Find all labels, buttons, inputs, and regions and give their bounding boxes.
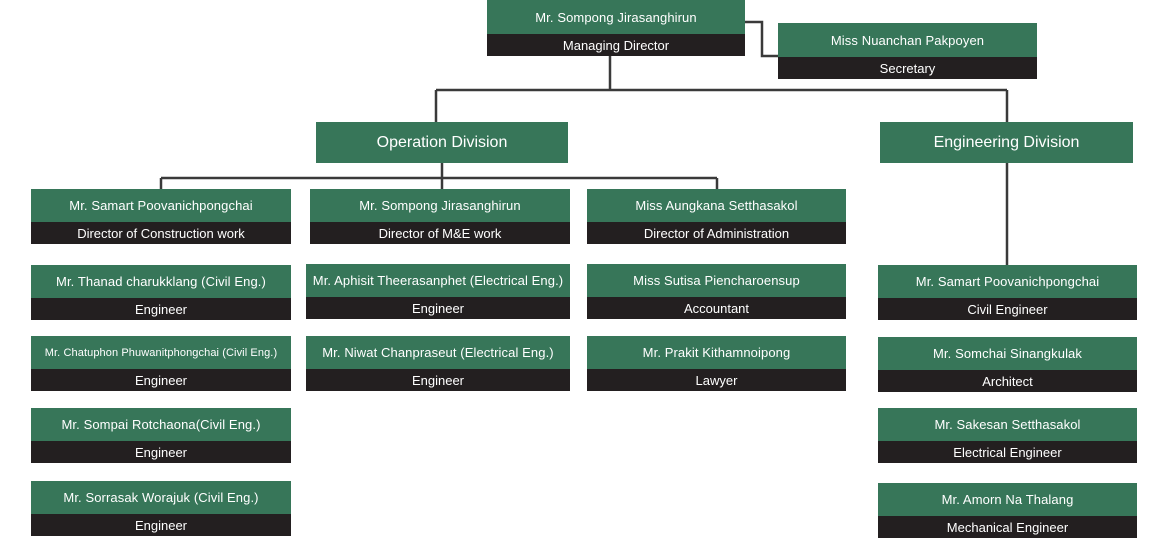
person-role: Secretary bbox=[778, 57, 1037, 79]
person-role: Civil Engineer bbox=[878, 298, 1137, 320]
person-name: Miss Aungkana Setthasakol bbox=[587, 189, 846, 222]
person-name: Miss Sutisa Piencharoensup bbox=[587, 264, 846, 297]
person-name: Miss Nuanchan Pakpoyen bbox=[778, 23, 1037, 57]
person-role: Lawyer bbox=[587, 369, 846, 391]
person-name: Mr. Samart Poovanichpongchai bbox=[878, 265, 1137, 298]
person-role: Director of Administration bbox=[587, 222, 846, 244]
person-role: Engineer bbox=[306, 369, 570, 391]
person-name: Mr. Somchai Sinangkulak bbox=[878, 337, 1137, 370]
member-card: Mr. Sorrasak Worajuk (Civil Eng.)Enginee… bbox=[31, 481, 291, 536]
person-role: Electrical Engineer bbox=[878, 441, 1137, 463]
secretary-connector bbox=[745, 20, 778, 58]
person-name: Mr. Sompai Rotchaona(Civil Eng.) bbox=[31, 408, 291, 441]
person-name: Mr. Samart Poovanichpongchai bbox=[31, 189, 291, 222]
person-name: Mr. Sorrasak Worajuk (Civil Eng.) bbox=[31, 481, 291, 514]
person-role: Engineer bbox=[31, 369, 291, 391]
person-name: Mr. Thanad charukklang (Civil Eng.) bbox=[31, 265, 291, 298]
person-role: Architect bbox=[878, 370, 1137, 392]
person-role: Managing Director bbox=[487, 34, 745, 56]
member-card: Mr. Chatuphon Phuwanitphongchai (Civil E… bbox=[31, 336, 291, 391]
person-role: Director of Construction work bbox=[31, 222, 291, 244]
person-role: Director of M&E work bbox=[310, 222, 570, 244]
engineering-division-box: Engineering Division bbox=[880, 122, 1133, 163]
person-name: Mr. Sompong Jirasanghirun bbox=[310, 189, 570, 222]
person-role: Mechanical Engineer bbox=[878, 516, 1137, 538]
person-name: Mr. Prakit Kithamnoipong bbox=[587, 336, 846, 369]
member-card: Mr. Niwat Chanpraseut (Electrical Eng.)E… bbox=[306, 336, 570, 391]
member-card: Mr. Thanad charukklang (Civil Eng.)Engin… bbox=[31, 265, 291, 320]
operation-division-box: Operation Division bbox=[316, 122, 568, 163]
person-role: Engineer bbox=[31, 441, 291, 463]
person-name: Mr. Sakesan Setthasakol bbox=[878, 408, 1137, 441]
person-name: Mr. Aphisit Theerasanphet (Electrical En… bbox=[306, 264, 570, 297]
person-name: Mr. Sompong Jirasanghirun bbox=[487, 0, 745, 34]
member-card: Mr. Aphisit Theerasanphet (Electrical En… bbox=[306, 264, 570, 319]
person-role: Engineer bbox=[31, 298, 291, 320]
person-role: Accountant bbox=[587, 297, 846, 319]
member-card: Mr. Sompai Rotchaona(Civil Eng.)Engineer bbox=[31, 408, 291, 463]
person-name: Mr. Amorn Na Thalang bbox=[878, 483, 1137, 516]
person-role: Engineer bbox=[306, 297, 570, 319]
person-role: Engineer bbox=[31, 514, 291, 536]
person-name: Mr. Niwat Chanpraseut (Electrical Eng.) bbox=[306, 336, 570, 369]
person-name: Mr. Chatuphon Phuwanitphongchai (Civil E… bbox=[31, 336, 291, 369]
